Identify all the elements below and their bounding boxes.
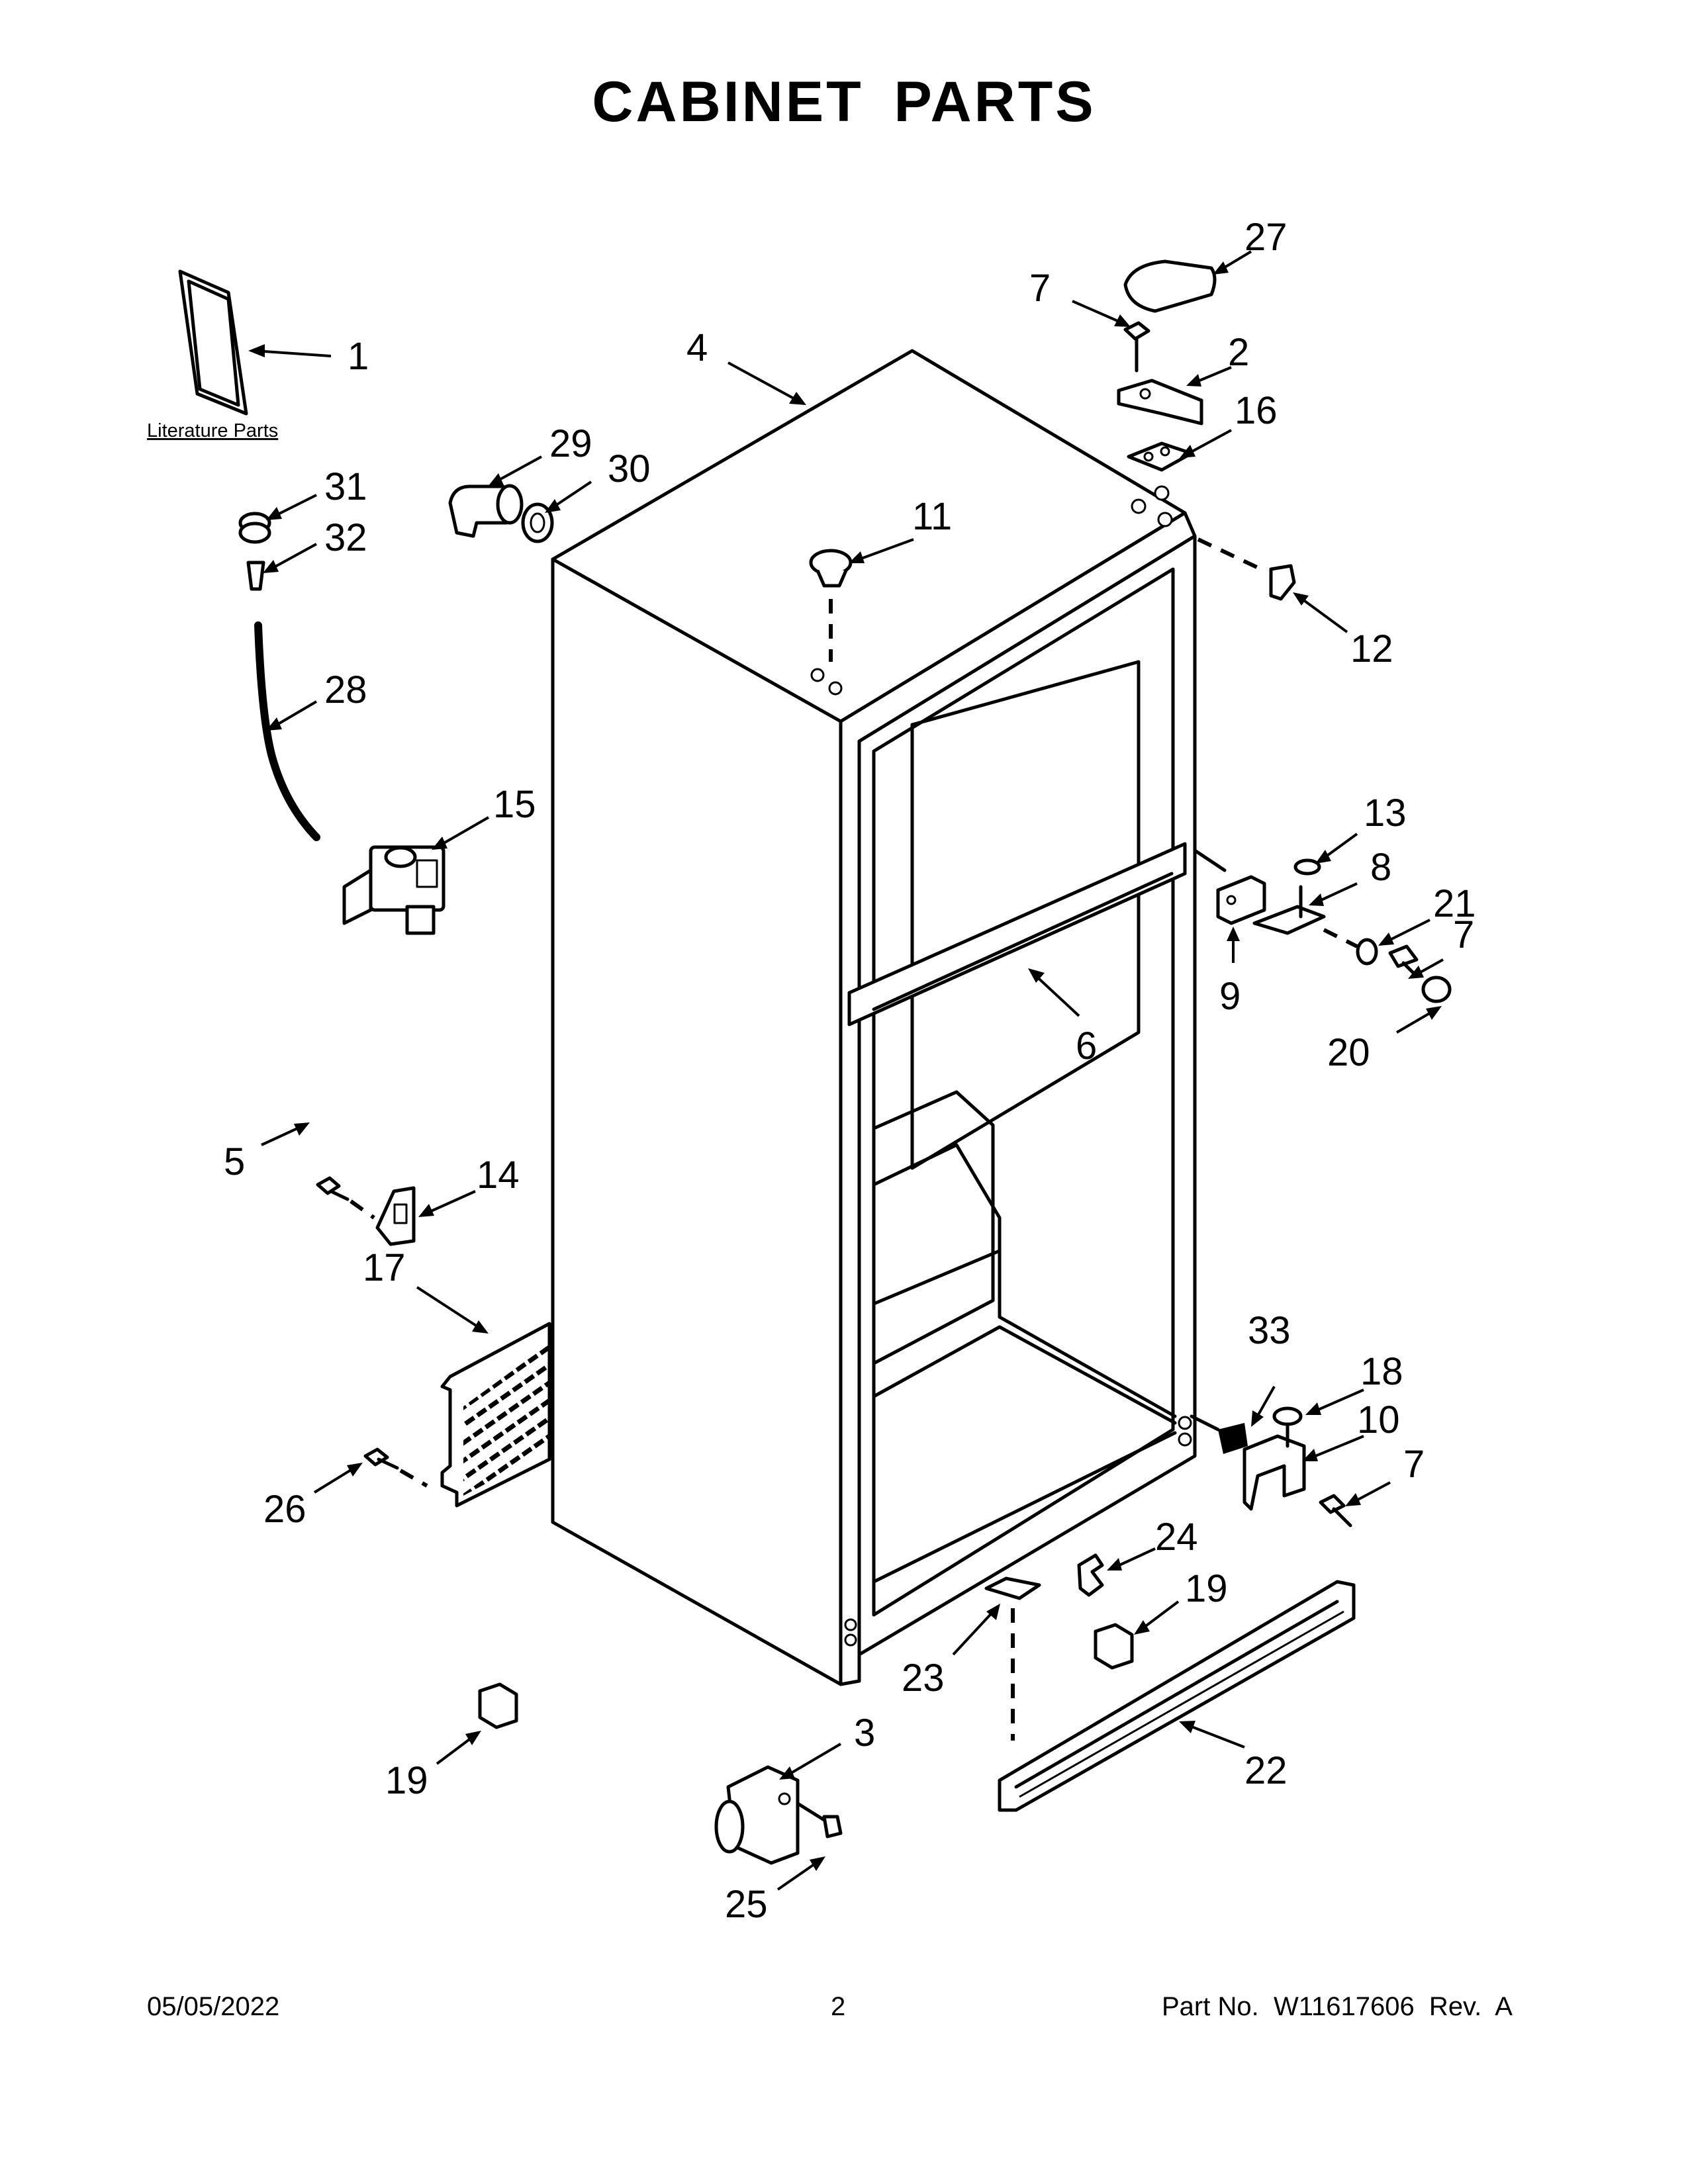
callout-11: 11 [912,495,952,538]
page-title: CABINET PARTS [592,70,1096,134]
bottom-hinge-assembly-icon [1190,1406,1352,1527]
callout-7-low: 7 [1403,1443,1425,1486]
callout-33: 33 [1248,1309,1291,1352]
door-stop-icon [448,484,524,538]
callout-14: 14 [477,1154,520,1197]
grille-tab-icon [984,1576,1041,1741]
literature-booklet-icon [178,269,248,416]
spacer-ring-icon [521,502,554,543]
callout-9: 9 [1219,975,1241,1018]
water-valve-icon [342,845,445,935]
center-hinge-assembly-icon [1193,848,1452,1003]
callout-23: 23 [902,1657,945,1700]
callout-leader-lines [248,250,1444,1891]
top-hinge-icon [1117,379,1203,426]
plug-button-icon [809,549,853,662]
screw-icon [1123,321,1150,373]
mounting-bracket-icon [375,1186,416,1246]
callout-29: 29 [549,422,592,465]
footer-date: 05/05/2022 [147,1992,280,2021]
callout-numbers: 1 2 3 4 5 6 7 7 7 8 9 10 11 12 13 14 15 … [224,216,1476,1926]
callout-6: 6 [1076,1024,1097,1068]
callout-1: 1 [348,335,369,378]
callout-10: 10 [1357,1398,1400,1441]
grille-clip-icon [1077,1553,1104,1597]
callout-13: 13 [1364,792,1407,835]
bracket-screw-icon [316,1176,375,1220]
callout-8: 8 [1370,846,1391,889]
grille-screw-icon [363,1447,428,1488]
callout-12: 12 [1350,627,1393,670]
compressor-cover-grille-icon [440,1322,551,1508]
cabinet-shell [551,349,1197,1686]
callout-16: 16 [1235,389,1278,432]
callout-4: 4 [686,326,708,369]
callout-7-mid: 7 [1453,913,1474,956]
callout-27: 27 [1244,216,1288,259]
hinge-bolt-icon [796,1801,843,1839]
lower-hinge-bracket-icon [714,1765,800,1865]
hinge-cover-icon [1123,259,1217,313]
literature-parts-label: Literature Parts [147,420,278,441]
callout-5: 5 [224,1140,245,1183]
water-tube-icon [254,621,320,841]
hinge-pin-cover-icon [1197,537,1296,601]
callout-24: 24 [1155,1516,1198,1559]
callout-3: 3 [854,1711,875,1754]
callout-22: 22 [1244,1749,1288,1792]
callout-18: 18 [1360,1350,1403,1393]
footer-page-number: 2 [831,1992,846,2021]
callout-28: 28 [324,668,367,711]
callout-31: 31 [324,465,367,508]
tube-clamp-icon [238,512,271,544]
callout-2: 2 [1228,331,1249,374]
base-grille-icon [998,1580,1356,1812]
footer-part-info: Part No. W11617606 Rev. A [1162,1992,1513,2021]
callout-30: 30 [608,447,651,490]
callout-17: 17 [363,1246,406,1289]
callout-32: 32 [324,516,367,559]
callout-7-top: 7 [1029,267,1051,310]
callout-19-right: 19 [1185,1567,1228,1610]
callout-20: 20 [1327,1031,1370,1074]
tube-insert-icon [246,561,265,591]
callout-26: 26 [263,1488,306,1531]
leveling-pad-icon [478,1623,1134,1729]
callout-19-left: 19 [385,1759,428,1802]
callout-15: 15 [493,783,536,826]
callout-25: 25 [725,1883,768,1926]
callout-21: 21 [1433,882,1476,925]
